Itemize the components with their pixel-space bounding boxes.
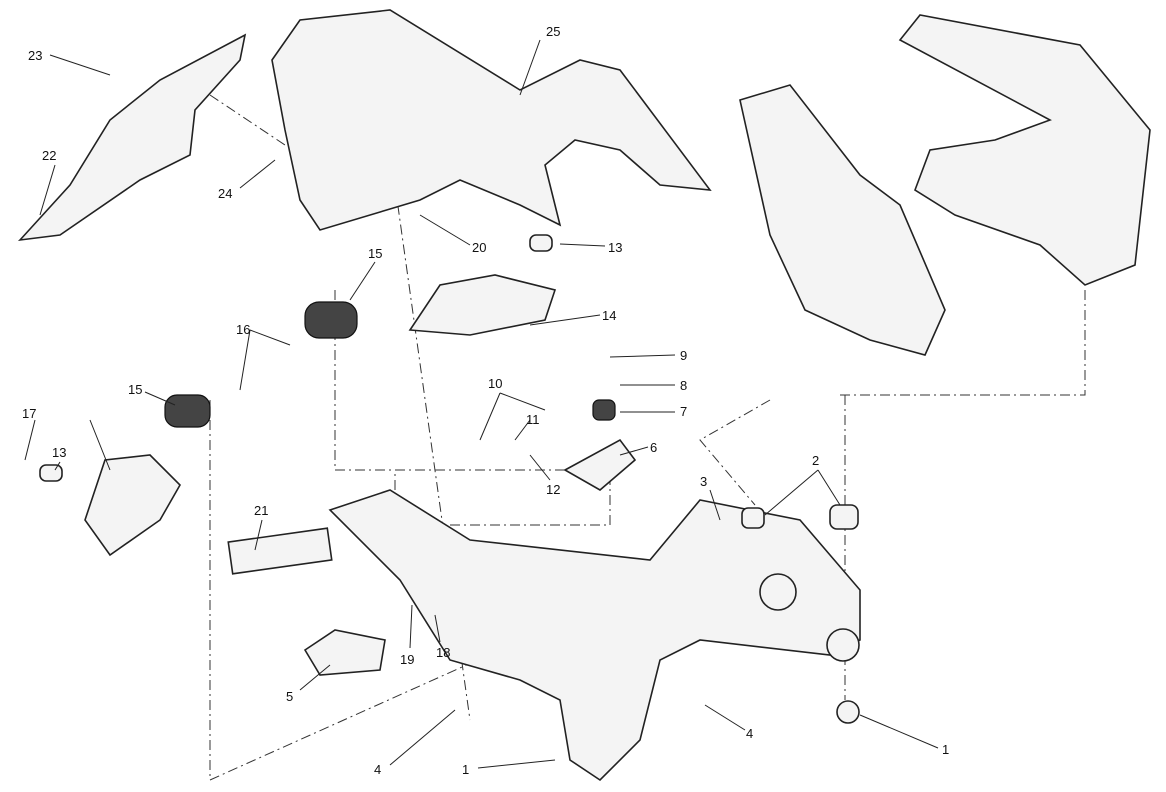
part-2-grommet-a [741,507,765,529]
callout-1: 1 [462,762,469,777]
callout-18: 18 [436,645,450,660]
part-7-grommet [592,399,616,421]
callout-9: 9 [680,348,687,363]
callout-20: 20 [472,240,486,255]
callout-24: 24 [218,186,232,201]
callout-14: 14 [602,308,616,323]
callout-7: 7 [680,404,687,419]
callout-11: 11 [526,412,540,427]
part-13-bulb-b [39,464,63,482]
callout-4: 4 [374,762,381,777]
part-right-side-panel [898,14,1151,286]
callout-3: 3 [700,474,707,489]
callout-5: 5 [286,689,293,704]
part-left-side-panel [739,84,946,356]
part-6-plate [563,438,637,491]
part-3-mount-hole [759,573,797,611]
callout-2: 2 [812,453,819,468]
part-14-indicator-right [408,274,557,336]
part-1-nut [836,700,860,724]
callout-17: 17 [22,406,36,421]
part-2-grommet-b [829,504,859,530]
part-3-main-bracket [328,489,861,782]
callout-25: 25 [546,24,560,39]
part-17-indicator-left [84,454,181,557]
callout-13: 13 [608,240,622,255]
callout-10: 10 [488,376,502,391]
part-25-tail-cover [271,9,712,231]
part-3-mount-hole-2 [826,628,860,662]
callout-23: 23 [28,48,42,63]
leader-lines [24,39,939,769]
callout-21: 21 [254,503,268,518]
part-13-bulb-a [529,234,553,252]
callout-8: 8 [680,378,687,393]
callout-19: 19 [400,652,414,667]
part-21-reflector [227,527,333,575]
part-5-clip [303,629,386,676]
callout-15: 15 [128,382,142,397]
callout-16: 16 [236,322,250,337]
callout-22: 22 [42,148,56,163]
callout-13: 13 [52,445,66,460]
part-22-bracket [17,33,247,242]
callout-15: 15 [368,246,382,261]
callout-1: 1 [942,742,949,757]
callout-6: 6 [650,440,657,455]
part-15-spring-right [304,301,358,339]
part-15-spring-left [164,394,211,428]
callout-12: 12 [546,482,560,497]
callout-4: 4 [746,726,753,741]
